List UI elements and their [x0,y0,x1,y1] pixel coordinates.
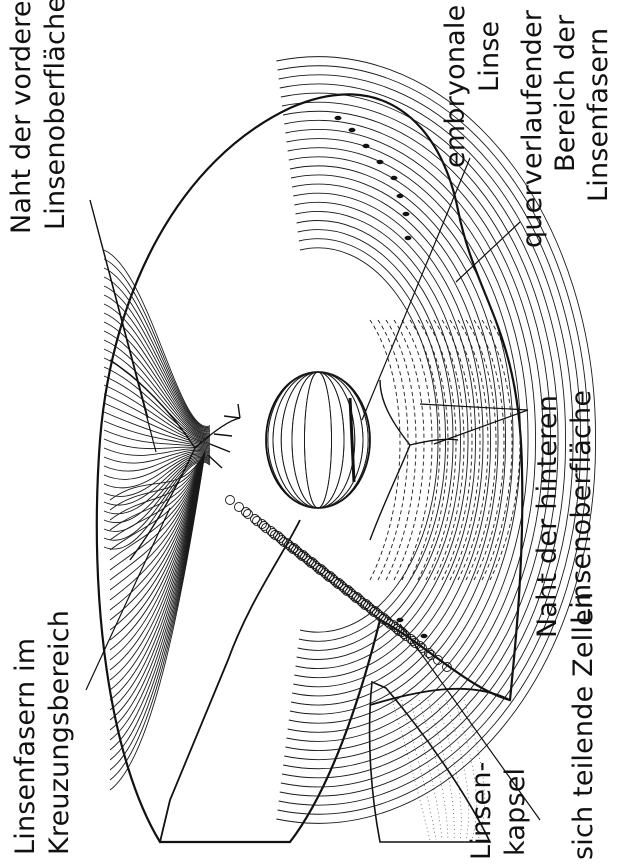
transverse-fiber-line [386,320,416,580]
nucleus-dot [405,236,412,240]
transverse-fiber-line [434,320,464,580]
label-posterior-suture-line2: Linsenoberfläche [566,390,597,624]
dividing-cell [242,508,251,517]
transverse-fiber-line [370,320,400,580]
embryonic-lens-sphere [266,372,370,508]
transverse-fiber-line [458,320,488,580]
label-lens-capsule: Linsen- kapsel [466,761,531,860]
nucleus-dot [397,618,404,622]
nucleus-dot [397,194,404,198]
label-lens-capsule-line2: kapsel [500,768,531,856]
fiber-band-line [299,239,446,642]
label-dividing-cells-line1: sich teilende Zellen [568,592,599,860]
transverse-fiber-line [394,320,424,580]
label-crossing-fibers: Linsenfasern im Kreuzungsbereich [10,610,75,855]
label-anterior-suture: Naht der vorderen Linsenoberfläche [6,0,71,234]
fiber-band-line [289,157,513,723]
transverse-fiber-line [426,320,456,580]
transverse-fiber-line [378,320,408,580]
fiber-band-line [284,120,543,759]
label-lens-capsule-line1: Linsen- [466,761,497,860]
transverse-fiber-line [466,320,496,580]
leader-embryonic-lens [362,158,470,420]
embryo-meridian [305,372,332,508]
crossing-fiber-line [104,268,210,429]
dividing-cell [226,496,235,505]
capsule-stipple-line [437,700,461,840]
leader-posterior-suture-2 [434,410,528,444]
embryo-meridian [292,372,344,508]
label-anterior-suture-line1: Naht der vorderen [6,0,37,234]
nucleus-dot [421,634,428,638]
fiber-band-line [288,148,521,733]
label-transverse-fibers-line1: querverlaufender [517,9,548,248]
fiber-band-line [287,139,529,742]
fiber-band-line [298,230,453,651]
label-anterior-suture-line2: Linsenoberfläche [40,0,71,230]
crossing-fiber-line [104,277,210,430]
label-crossing-fibers-line2: Kreuzungsbereich [44,610,75,855]
embryo-meridian [273,372,363,508]
nucleus-dot [377,160,384,164]
label-embryonic-lens-line2: Linse [474,21,505,92]
label-dividing-cells: sich teilende Zellen [568,592,599,860]
label-transverse-fibers-line3: Linsenfasern [583,28,614,202]
crossing-fiber-line [104,259,210,428]
transverse-fiber-line [418,320,448,580]
nucleus-dot [363,144,370,148]
capsule-stipple-line [428,700,454,840]
label-embryonic-lens-line1: embryonale [440,5,471,168]
label-transverse-fibers-line2: Bereich der [550,14,581,172]
nucleus-dot [391,176,398,180]
label-crossing-fibers-line1: Linsenfasern im [10,638,41,855]
capsule-stipple-line [419,700,448,840]
fiber-nuclei-dots [335,116,428,638]
fiber-band-line [283,111,550,768]
nucleus-dot [403,212,410,216]
nucleus-dot [349,128,356,132]
transverse-fiber-line [474,320,504,580]
embryo-meridian [273,372,363,508]
label-transverse-fibers: querverlaufender Bereich der Linsenfaser… [517,9,614,248]
nucleus-dot [335,116,342,120]
label-posterior-suture-line1: Naht der hinteren [532,395,563,638]
